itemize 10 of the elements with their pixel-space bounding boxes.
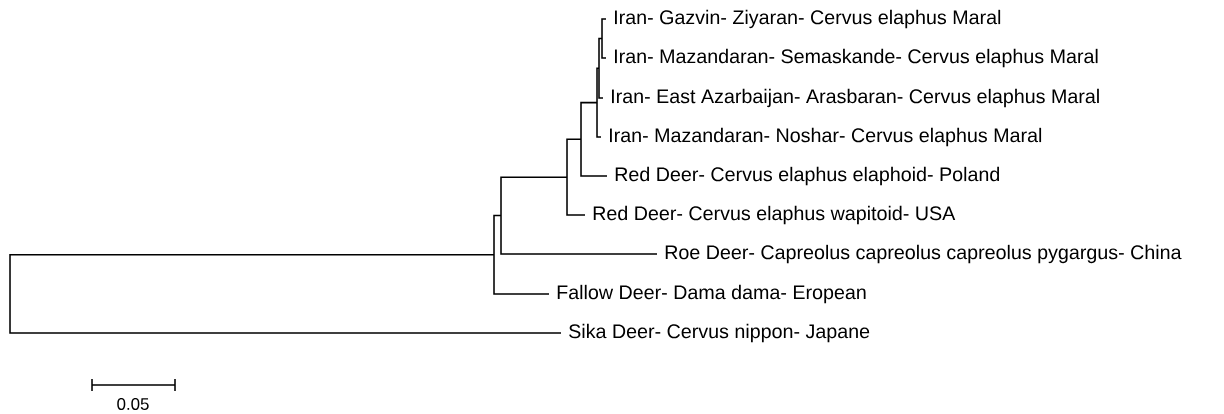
taxon-label: Red Deer- Cervus elaphus elaphoid- Poland — [615, 166, 1000, 186]
taxon-label: Roe Deer- Capreolus capreolus capreolus pygargus- China — [665, 244, 1182, 264]
taxon-label: Iran- Mazandaran- Semaskande- Cervus elaphus Maral — [615, 48, 1098, 68]
taxon-label: Fallow Deer- Dama dama- Eropean — [557, 284, 866, 304]
taxon-label: Iran- East Azarbaijan- Arasbaran- Cervus elaphus Maral — [612, 88, 1099, 108]
scale-label: 0.05 — [117, 398, 149, 410]
taxon-label: Iran- Gazvin- Ziyaran- Cervus elaphus Maral — [615, 9, 1001, 29]
taxon-label: Sika Deer- Cervus nippon- Japane — [569, 323, 870, 343]
taxon-label: Iran- Mazandaran- Noshar- Cervus elaphus Maral — [610, 127, 1042, 147]
taxon-label: Red Deer- Cervus elaphus wapitoid- USA — [593, 205, 956, 225]
